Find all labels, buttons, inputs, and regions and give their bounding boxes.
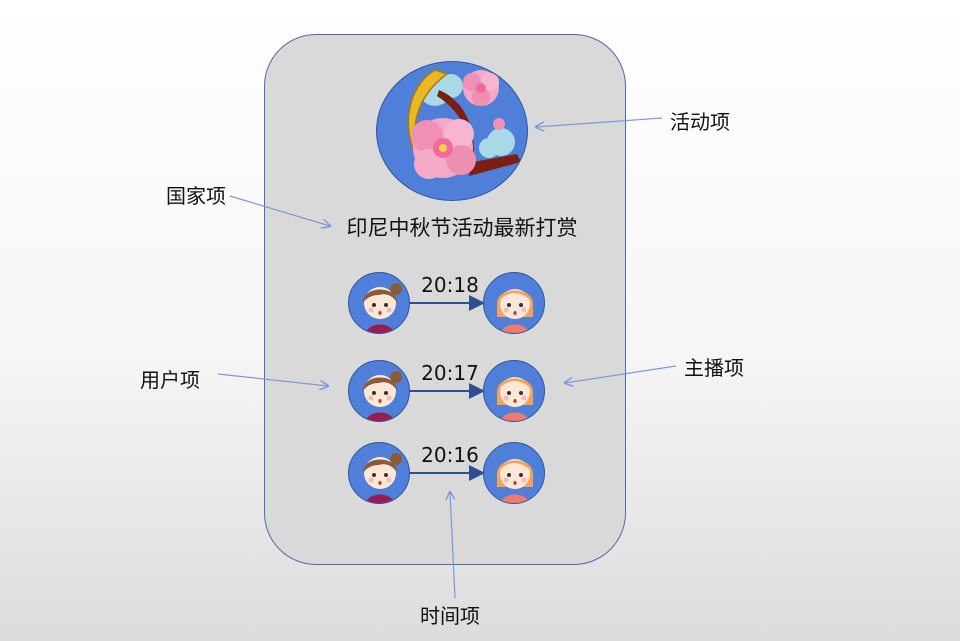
anchor-avatar[interactable] (483, 442, 545, 504)
reward-time: 20:18 (421, 273, 479, 297)
blonde-anchor-avatar-icon (496, 289, 534, 333)
event-icon[interactable] (376, 61, 528, 201)
anchor-avatar[interactable] (483, 272, 545, 334)
blonde-anchor-avatar-icon (496, 459, 534, 503)
event-name: 印尼中秋节活动最新打赏 (346, 216, 578, 240)
girl-user-avatar-icon (363, 283, 402, 333)
reward-time: 20:16 (421, 443, 479, 467)
user-avatar[interactable] (348, 272, 410, 334)
callout-event-item: 活动项 (670, 110, 730, 134)
callout-anchor-item: 主播项 (684, 356, 744, 380)
mid-autumn-moon-flower-icon (407, 69, 521, 179)
blonde-anchor-avatar-icon (496, 377, 534, 421)
callout-time-item: 时间项 (420, 604, 480, 628)
callout-country-item: 国家项 (166, 184, 226, 208)
user-avatar[interactable] (348, 442, 410, 504)
callout-user-item: 用户项 (140, 368, 200, 392)
girl-user-avatar-icon (363, 453, 402, 503)
reward-time: 20:17 (421, 361, 479, 385)
girl-user-avatar-icon (363, 371, 402, 421)
user-avatar[interactable] (348, 360, 410, 422)
anchor-avatar[interactable] (483, 360, 545, 422)
